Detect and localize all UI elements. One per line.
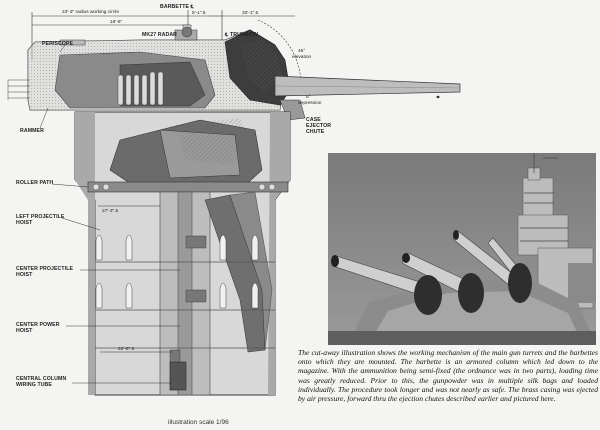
barbette-label: BARBETTE ℄ — [160, 3, 195, 10]
dimension-5-1-5: 5'-1".5 — [192, 10, 206, 16]
elevation-angle: 45° — [298, 48, 305, 54]
depression-label: depression — [298, 100, 322, 106]
turret-photograph — [328, 153, 596, 345]
turret-house — [7, 24, 461, 121]
elevation-label: elevation — [292, 54, 312, 60]
barbette-section — [74, 111, 291, 396]
roller-path-label: ROLLER PATH — [16, 180, 53, 186]
periscope-label: PERISCOPE — [42, 41, 74, 47]
dimension-18-6: 18'-6" — [110, 19, 123, 25]
photo-caption: The cut-away illustration shows the work… — [298, 348, 598, 404]
dimension-33-1-5: 33'-1".5 — [242, 10, 259, 16]
dimension-22-6-5: 22'-6".5 — [118, 346, 135, 352]
illustration-scale: illustration scale 1/96 — [168, 419, 229, 426]
depression-angle: 5° — [306, 94, 311, 100]
rammer-label: RAMMER — [20, 128, 44, 134]
radius-dimension: 23'-3" radius working circle — [62, 9, 119, 15]
dimension-lines — [31, 10, 302, 97]
mk27-radar-label: MK27 RADAR — [142, 32, 177, 38]
leader-lines — [39, 44, 180, 384]
trunnion-label: ℄ TRUNNION — [224, 31, 258, 38]
dimension-27-3-5: 27'-3".5 — [102, 208, 119, 214]
